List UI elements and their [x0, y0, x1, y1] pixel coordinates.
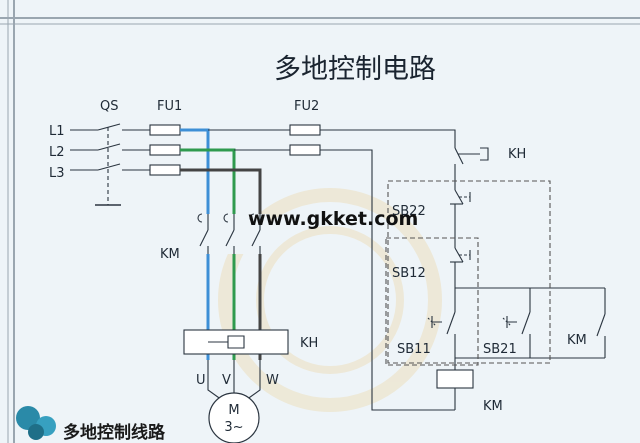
control-circuit	[385, 147, 606, 411]
label-sb12: SB12	[392, 266, 426, 281]
label-kh-relay: KH	[300, 336, 318, 351]
km-coil	[436, 369, 474, 389]
label-fu2: FU2	[294, 99, 319, 114]
motor	[207, 360, 261, 443]
fuse-fu1-l3	[149, 164, 181, 176]
label-l1: L1	[49, 124, 65, 139]
label-fu1: FU1	[157, 99, 182, 114]
motor-label: M	[228, 403, 239, 418]
station-1-box	[385, 237, 479, 366]
fuse-fu1-l2	[149, 144, 181, 156]
watermark-text: www.gkket.com	[248, 208, 418, 230]
label-u: U	[196, 373, 206, 388]
label-km-coil: KM	[483, 399, 503, 414]
label-sb21: SB21	[483, 342, 517, 357]
label-w: W	[266, 373, 279, 388]
fuse-fu2-b	[289, 144, 321, 156]
kh-thermal-element	[183, 329, 289, 355]
label-sb11: SB11	[397, 342, 431, 357]
footer-logo-icon	[16, 406, 56, 440]
page-title: 多地控制电路	[274, 54, 436, 85]
label-sb22: SB22	[392, 204, 426, 219]
fuse-fu2-a	[289, 124, 321, 136]
km-main-contacts	[197, 213, 270, 254]
label-km-main: KM	[160, 247, 180, 262]
station-2-box	[387, 180, 551, 364]
label-kh-top: KH	[508, 147, 526, 162]
supply-lines	[70, 123, 181, 206]
label-l2: L2	[49, 145, 65, 160]
footer-caption: 多地控制线路	[63, 422, 166, 443]
label-km-aux: KM	[567, 333, 587, 348]
label-v: V	[222, 373, 231, 388]
control-feed	[208, 124, 456, 411]
label-qs: QS	[100, 99, 118, 114]
fuse-fu1-l1	[149, 124, 181, 136]
label-l3: L3	[49, 166, 65, 181]
motor-phase-label: 3~	[224, 420, 243, 435]
